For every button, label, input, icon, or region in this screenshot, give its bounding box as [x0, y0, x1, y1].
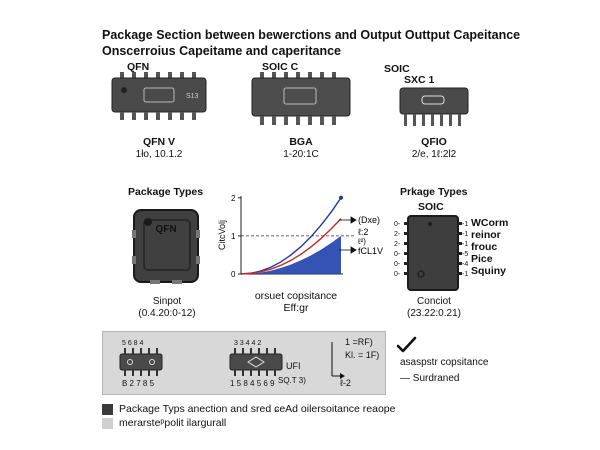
qfio-chip-illustration	[399, 87, 469, 126]
chart-x-axis-label: orsuet copsitance	[254, 290, 338, 302]
qfn-chip-illustration: S13	[111, 72, 207, 120]
qfn-large-pin1-dot	[144, 218, 152, 226]
chart-y-ticks: 0 1 2	[231, 194, 241, 279]
legend-swatch-light	[102, 418, 113, 429]
package-types-heading-right: Prkage Types	[400, 186, 468, 198]
chart-y-axis-label: CitcVolj	[217, 220, 227, 250]
soic-left-pin-1: 0-	[394, 221, 401, 228]
chart-x-axis-label-2: Eff:gr	[283, 302, 309, 314]
bottom-chip-1-illustration: 5 6 8 4 B 2 7 8 5	[119, 340, 163, 388]
bga-chip-illustration	[251, 72, 351, 125]
qfn-top-pins	[120, 72, 196, 78]
conciot-name: Conciot	[417, 296, 451, 307]
legend-item-2: merarsteᵖpolit ilargurall	[119, 417, 227, 429]
qfn-value: 1ło, 10.1.2	[135, 149, 183, 160]
page-subtitle: Onscerroius Capeitame and caperitance	[102, 44, 341, 58]
soic-top-label-2: SXC 1	[404, 74, 435, 86]
qfn-top-label: QFN	[127, 61, 150, 73]
bga-value: 1-20:1C	[283, 149, 319, 160]
sinpot-value: (0.4.20:0-12)	[138, 308, 196, 319]
soic-right-pin-4: -5	[462, 251, 468, 258]
legend-swatch-dark	[102, 404, 113, 415]
qfn-chip-die	[143, 87, 175, 103]
soic-left-pin-6: 0-	[394, 271, 401, 278]
conciot-value: (23.22:0.21)	[407, 308, 461, 319]
soic-right-pin-1: -1	[462, 221, 468, 228]
soic-right-pin-5: -4	[462, 261, 468, 268]
checkmark-icon	[396, 336, 417, 353]
bottom-chip-2-bottom-pins: 1 5 8 4 5 6 9	[230, 379, 275, 388]
qfn-large-body	[133, 209, 199, 283]
equation-2: Kl. = 1F)	[345, 350, 380, 360]
qfn-name: QFN V	[142, 136, 176, 148]
soic-right-pin-2: -1	[462, 231, 468, 238]
qfio-name: QFIO	[421, 136, 447, 148]
chart-annotation-4: fCL1V	[358, 246, 383, 256]
legend-item-1: Package Typs anection and sred ɕeAd oile…	[119, 403, 396, 415]
soic-pin-label-5: Squiny	[471, 265, 507, 277]
soic-chip-label: SOIC	[418, 201, 444, 213]
equation-bracket-illustration	[331, 342, 345, 379]
qfn-chip-marking: S13	[186, 93, 199, 100]
bottom-chip-2-illustration: 3 3 4 4 2 1 5 8 4 5 6 9 UFI SQ.T 3)	[229, 340, 306, 388]
bga-chip-die	[283, 87, 317, 105]
soic-left-pin-4: 0-	[394, 251, 401, 258]
bottom-chip-2-label: UFI	[286, 361, 301, 371]
soic-left-pin-5: 0-	[394, 261, 401, 268]
capacitance-chart: 0 1 2 CitcVolj (Dxe) ℓ:2 ℓ²) fCL1V	[217, 194, 383, 279]
chart-fill-area	[241, 235, 341, 274]
soic-right-pin-3: -1	[462, 241, 468, 248]
chart-annotation-3: ℓ²)	[357, 237, 366, 246]
note-2: — Surdraned	[400, 373, 460, 384]
soic-pin-label-4: Pice	[471, 253, 493, 265]
chart-annotation-1: (Dxe)	[358, 215, 380, 225]
soic-left-pin-2: 2-	[394, 231, 401, 238]
qfio-chip-notch	[421, 95, 445, 105]
bottom-chip-2-top-pins: 3 3 4 4 2	[234, 340, 261, 347]
chart-y-tick-label: 0	[231, 270, 236, 279]
qfn-pin1-dot	[121, 87, 127, 93]
soic-pin-label-2: reinor	[471, 229, 501, 241]
bottom-chip-1-top-pins: 5 6 8 4	[122, 340, 144, 347]
qfio-chip-body	[399, 87, 469, 115]
bga-chip-body	[251, 77, 351, 117]
soic-pinout-chip-illustration: 0- 2- 2- 0- 0- 0- -1 -1 -1 -5 -4 -1	[394, 215, 468, 291]
equation-3: ℓ-2	[340, 378, 351, 388]
equation-1: 1 =RF)	[345, 337, 373, 347]
soic-pinout-body	[407, 215, 459, 291]
chart-annotation-arrows	[339, 216, 357, 254]
chart-y-tick-label: 1	[231, 232, 236, 241]
soicc-top-label: SOIC C	[262, 61, 299, 73]
qfn-bottom-pins	[120, 112, 196, 120]
package-types-heading-left: Package Types	[128, 186, 204, 198]
soic-right-pin-6: -1	[462, 271, 468, 278]
bottom-chip-2-label-2: SQ.T 3)	[278, 376, 306, 385]
qfio-value: 2/e, 1ℓ:2l2	[411, 149, 457, 160]
soic-pin-label-1: WCorm	[471, 217, 509, 229]
chart-series-blue-endpoint	[339, 195, 343, 200]
qfn-large-chip-illustration: QFN	[132, 209, 200, 284]
chart-series-red-line	[240, 218, 342, 275]
qfn-large-marking: QFN	[155, 224, 176, 235]
soic-pin-label-3: frouc	[471, 241, 498, 253]
soic-left-pin-3: 2-	[394, 241, 401, 248]
chart-annotation-2: ℓ:2	[358, 227, 368, 237]
soic-top-label: SOIC	[384, 63, 410, 75]
chart-y-tick-label: 2	[231, 194, 236, 203]
note-1: asaspstr copsitance	[400, 357, 489, 368]
page-title: Package Section between bewerctions and …	[102, 28, 521, 42]
bottom-chip-1-bottom-pins: B 2 7 8 5	[122, 379, 155, 388]
sinpot-name: Sinpot	[152, 296, 182, 307]
bga-name: BGA	[289, 136, 313, 148]
